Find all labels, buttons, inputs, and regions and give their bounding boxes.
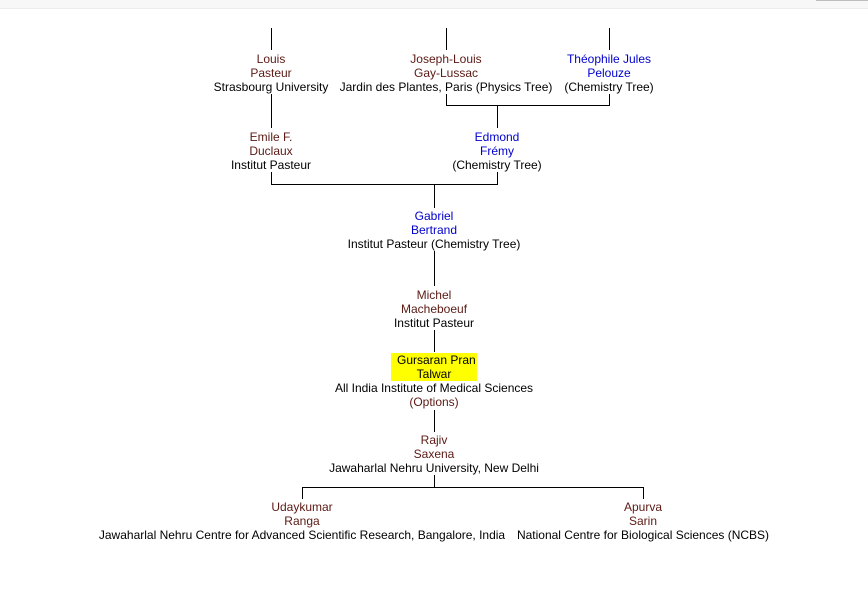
institution-label: All India Institute of Medical Sciences	[334, 381, 534, 395]
connector-line	[434, 251, 435, 286]
institution-label: Institut Pasteur	[230, 158, 312, 172]
first-name: Rajiv	[420, 433, 448, 447]
options-link[interactable]: (Options)	[409, 395, 459, 409]
first-name: Michel	[416, 288, 452, 302]
last-name: Gay-Lussac	[413, 66, 479, 80]
connector-line	[446, 94, 447, 105]
first-name: Gursaran Pran	[396, 353, 476, 367]
connector-line	[302, 487, 303, 499]
connector-line	[271, 184, 498, 185]
first-name: Théophile Jules	[566, 52, 652, 66]
connector-line	[434, 330, 435, 352]
connector-line	[434, 410, 435, 432]
first-name: Joseph-Louis	[410, 52, 482, 66]
connector-line	[497, 105, 498, 128]
connector-line	[446, 105, 610, 106]
last-name: Saxena	[413, 447, 455, 461]
last-name: Talwar	[416, 367, 452, 381]
connector-line	[434, 475, 435, 487]
first-name: Udaykumar	[271, 500, 333, 514]
connector-line	[446, 28, 447, 50]
connector-line	[609, 28, 610, 50]
connector-line	[609, 94, 610, 105]
node-duclaux: Emile F.Duclaux Institut Pasteur	[231, 130, 311, 172]
last-name: Macheboeuf	[400, 302, 468, 316]
institution-label: Institut Pasteur	[393, 316, 475, 330]
connector-line	[643, 487, 644, 499]
institution-label: Jawaharlal Nehru University, New Delhi	[329, 461, 539, 475]
first-name: Gabriel	[414, 209, 454, 223]
last-name: Ranga	[284, 514, 320, 528]
last-name: Sarin	[628, 514, 658, 528]
last-name: Pelouze	[587, 66, 631, 80]
connector-line	[497, 172, 498, 184]
institution-label: National Centre for Biological Sciences …	[516, 528, 770, 542]
last-name: Bertrand	[410, 223, 458, 237]
first-name: Edmond	[474, 130, 520, 144]
institution-label: (Chemistry Tree)	[452, 158, 542, 172]
institution-label: Jawaharlal Nehru Centre for Advanced Sci…	[98, 528, 506, 542]
institution-label: Strasbourg University	[213, 80, 329, 94]
institution-label: Jardin des Plantes, Paris (Physics Tree)	[339, 80, 553, 94]
first-name: Louis	[256, 52, 286, 66]
last-name: Frémy	[480, 144, 514, 158]
first-name: Apurva	[623, 500, 663, 514]
first-name: Emile F.	[249, 130, 293, 144]
connector-line	[434, 184, 435, 208]
connector-line	[271, 28, 272, 50]
connector-line	[271, 172, 272, 184]
browser-top-bar	[0, 0, 868, 9]
top-tab-edge	[816, 0, 868, 1]
institution-label: Institut Pasteur (Chemistry Tree)	[347, 237, 521, 251]
institution-label: (Chemistry Tree)	[564, 80, 654, 94]
connector-line	[302, 487, 643, 488]
person-link-duclaux[interactable]: Emile F.Duclaux	[231, 130, 311, 158]
last-name: Duclaux	[249, 144, 293, 158]
last-name: Pasteur	[250, 66, 292, 80]
connector-line	[271, 94, 272, 128]
